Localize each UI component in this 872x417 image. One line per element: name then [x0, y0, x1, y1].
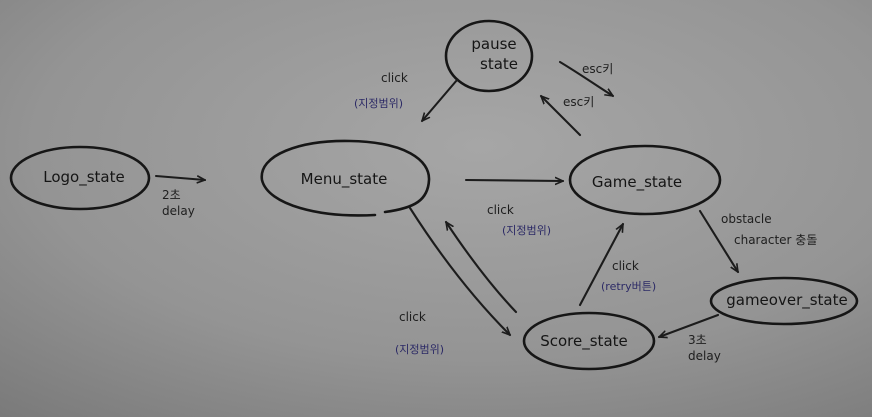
- arrow-score-to-game: [578, 224, 625, 307]
- pause-state-label-line1: pause: [471, 35, 516, 53]
- arrow-game-to-pause: [541, 96, 582, 137]
- arrow-pause-to-menu: [422, 78, 459, 121]
- arrow-pause-to-game: [558, 60, 613, 96]
- arrow-menu-to-score: [408, 206, 510, 335]
- pause-state-ellipse: [444, 19, 534, 93]
- arrow-game-to-gameover: [698, 209, 738, 272]
- arrow-gameover-to-score: [659, 313, 720, 337]
- menu-state-ellipse: [260, 139, 431, 217]
- arrow-score-to-menu: [446, 222, 518, 314]
- menu-game-area-label: (지정범위): [502, 224, 551, 237]
- game-state-label: Game_state: [592, 173, 682, 192]
- arrow-menu-to-game: [464, 180, 565, 181]
- menu-game-click-label: click: [487, 203, 514, 217]
- gameover-state-ellipse: [709, 276, 859, 326]
- logo-state-ellipse: [9, 145, 151, 211]
- score-menu-click-label: click: [399, 310, 426, 324]
- score-state-label: Score_state: [540, 332, 628, 351]
- pause-game-esc-label: esc키: [582, 62, 613, 76]
- score-state-node: Score_state: [522, 311, 656, 371]
- logo-menu-delay-line1: 2초: [162, 188, 181, 202]
- logo-menu-delay-line2: delay: [162, 204, 195, 218]
- gameover-state-node: gameover_state: [709, 276, 859, 326]
- over-score-delay-line2: delay: [688, 349, 721, 363]
- game-over-label-line2: character 충돌: [734, 233, 817, 247]
- arrow-logo-to-menu: [154, 174, 205, 180]
- over-score-delay-line1: 3초: [688, 333, 707, 347]
- game-over-label-line1: obstacle: [721, 212, 772, 226]
- menu-state-node: Menu_state: [260, 139, 431, 217]
- pause-menu-area-label: (지정범위): [354, 97, 403, 110]
- score-menu-area-label: (지정범위): [395, 343, 444, 356]
- pause-state-label-line2: state: [480, 55, 518, 73]
- game-state-node: Game_state: [568, 144, 722, 216]
- menu-state-label: Menu_state: [301, 170, 388, 189]
- score-state-ellipse: [522, 311, 656, 371]
- pause-state-node: pause state: [444, 19, 534, 93]
- game-state-ellipse: [568, 144, 722, 216]
- logo-state-label: Logo_state: [43, 168, 124, 187]
- score-game-btn-label: (retry버튼): [601, 280, 656, 293]
- score-game-click-label: click: [612, 259, 639, 273]
- gameover-state-label: gameover_state: [726, 291, 848, 310]
- logo-state-node: Logo_state: [9, 145, 151, 211]
- pause-menu-click-label: click: [381, 71, 408, 85]
- game-pause-esc-label: esc키: [563, 95, 594, 109]
